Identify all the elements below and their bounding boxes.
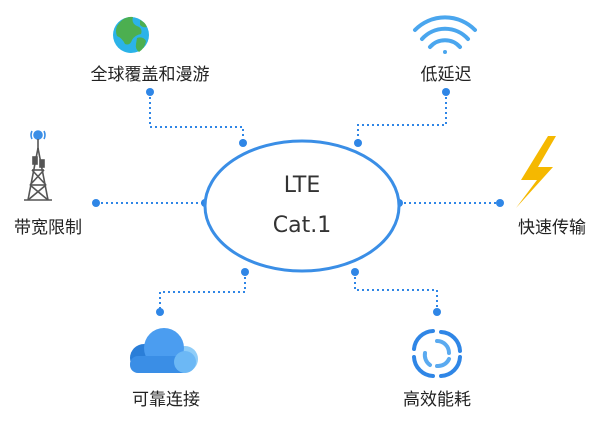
- connector-global-coverage: [149, 92, 244, 143]
- center-title-line2: Cat.1: [273, 213, 331, 238]
- globe-icon: [113, 16, 149, 53]
- label-reliable-connection: 可靠连接: [132, 390, 200, 410]
- dot: [433, 308, 441, 316]
- connector-low-power: [354, 272, 438, 312]
- dot: [351, 268, 359, 276]
- dot: [156, 308, 164, 316]
- dot: [146, 88, 154, 96]
- label-fast-transfer: 快速传输: [518, 218, 586, 238]
- label-bandwidth-limit: 带宽限制: [14, 218, 82, 238]
- wifi-icon: [413, 15, 477, 54]
- dot: [496, 199, 504, 207]
- label-low-latency: 低延迟: [421, 65, 472, 85]
- connector-reliable-connection: [159, 272, 246, 312]
- center-title-line1: LTE: [284, 173, 321, 198]
- connector-low-latency: [357, 92, 447, 143]
- center-ellipse: [203, 139, 401, 273]
- label-low-power: 高效能耗: [403, 390, 471, 410]
- dot: [241, 268, 249, 276]
- cell-tower-icon: [24, 130, 52, 201]
- dot: [239, 139, 247, 147]
- dot: [354, 139, 362, 147]
- cloud-icon: [130, 328, 198, 373]
- lightning-bolt-icon: [516, 136, 556, 208]
- connectors: [96, 92, 500, 312]
- dot: [442, 88, 450, 96]
- label-global-coverage: 全球覆盖和漫游: [91, 65, 210, 85]
- swirl-icon: [412, 329, 462, 378]
- dot: [92, 199, 100, 207]
